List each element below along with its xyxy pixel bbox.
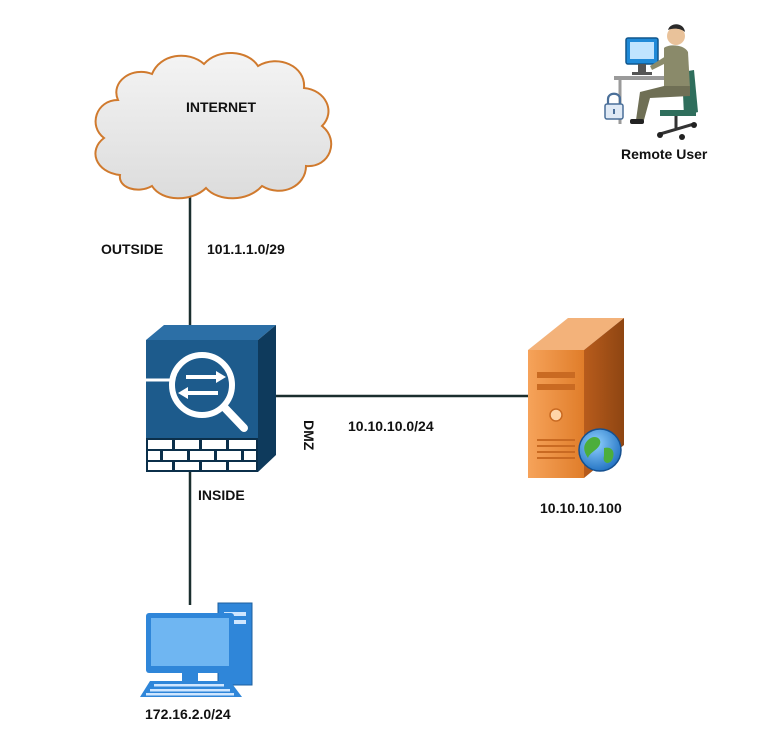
- firewall-icon: [146, 325, 276, 472]
- server-ip-label: 10.10.10.100: [540, 500, 622, 516]
- outside-label: OUTSIDE: [101, 241, 164, 257]
- remote-user-label: Remote User: [621, 146, 708, 162]
- desktop-pc-icon: [140, 602, 253, 697]
- dmz-label: DMZ: [301, 420, 317, 451]
- internet-cloud-icon: [94, 51, 333, 200]
- inside-subnet-label: 172.16.2.0/24: [145, 706, 231, 722]
- globe-icon: [578, 428, 622, 472]
- remote-user-icon: [614, 24, 698, 140]
- outside-subnet-label: 101.1.1.0/29: [207, 241, 285, 257]
- internet-label: INTERNET: [186, 99, 256, 115]
- lock-icon: [604, 92, 624, 120]
- inside-label: INSIDE: [198, 487, 245, 503]
- dmz-subnet-label: 10.10.10.0/24: [348, 418, 434, 434]
